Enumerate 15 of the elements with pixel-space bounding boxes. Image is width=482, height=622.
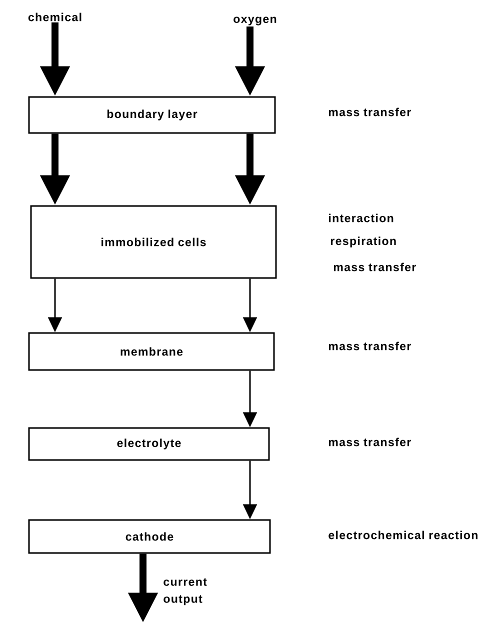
process-label: respiration <box>330 236 396 248</box>
process-label: mass transfer <box>334 262 416 272</box>
edge-label: current output <box>164 578 207 606</box>
process-label: electrochemical reaction <box>328 530 478 540</box>
process-box: boundary layer <box>28 96 276 134</box>
input-label: chemical <box>28 12 82 22</box>
process-label: interaction <box>329 214 394 222</box>
process-label: mass transfer <box>328 108 411 116</box>
input-label: oxygen <box>234 16 276 26</box>
process-label: mass transfer <box>328 342 411 350</box>
process-label: mass transfer <box>328 438 411 446</box>
process-box: membrane <box>28 332 275 371</box>
process-box: electrolyte <box>28 427 270 461</box>
process-box: immobilized cells <box>30 205 277 279</box>
process-box: cathode <box>28 519 271 554</box>
